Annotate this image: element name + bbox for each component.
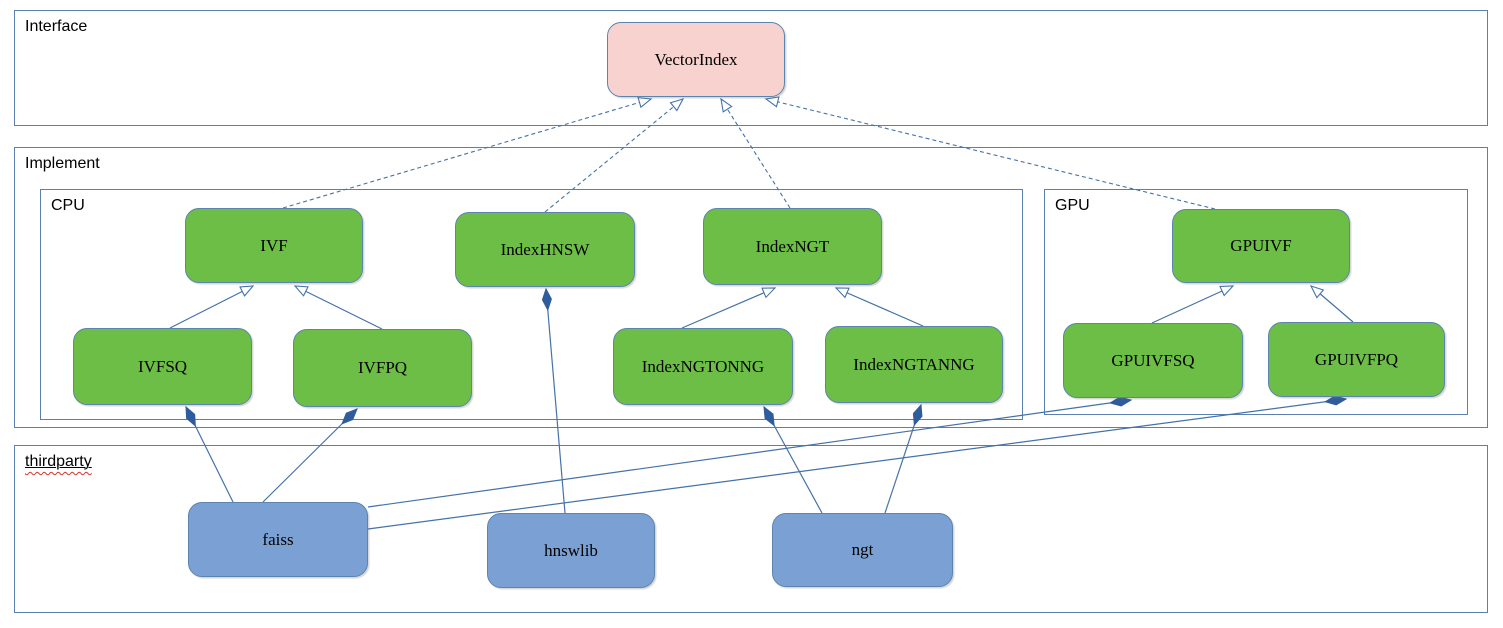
node-ivf-label: IVF (260, 235, 288, 255)
edge-indexngt-vectorindex (720, 97, 791, 209)
edge-ngt-indexngtanng (884, 405, 921, 514)
node-ngt-label: ngt (851, 540, 874, 559)
container-implement: Implement (14, 147, 1488, 428)
edge-indexngtonng-indexngt (681, 287, 777, 329)
container-interface: Interface (14, 10, 1488, 126)
node-indexngtonng-label: IndexNGTONNG (641, 356, 765, 376)
node-gpuivfsq: GPUIVFSQ (1063, 323, 1243, 398)
node-ivfpq-label: IVFPQ (357, 358, 408, 377)
node-gpuivf: GPUIVF (1172, 209, 1350, 283)
node-indexngt-label: IndexNGT (755, 236, 830, 256)
edge-ivfsq-ivf (169, 285, 255, 329)
edge-indexhnsw-vectorindex (544, 98, 685, 213)
edge-indexngtanng-indexngt (834, 287, 924, 327)
node-indexngtanng: IndexNGTANNG (825, 326, 1003, 403)
node-hnswlib: hnswlib (487, 513, 655, 588)
edge-ivfpq-ivf (293, 285, 383, 330)
container-implement-label: Implement (25, 155, 100, 172)
node-hnswlib-label: hnswlib (544, 540, 598, 560)
node-ivfsq-label: IVFSQ (137, 356, 188, 376)
node-indexhnsw-label: IndexHNSW (500, 239, 590, 259)
edge-faiss-ivfsq (186, 407, 234, 503)
node-gpuivfsq-label: GPUIVFSQ (1111, 350, 1195, 370)
edge-ngt-indexngtonng (764, 407, 823, 514)
edge-gpuivf-vectorindex (764, 96, 1216, 210)
container-cpu: CPU (40, 189, 1023, 420)
edge-hnswlib-indexhnsw (546, 289, 566, 514)
container-thirdparty: thirdparty (14, 445, 1488, 613)
node-vectorindex: VectorIndex (607, 22, 785, 97)
edge-gpuivfsq-gpuivf (1151, 285, 1235, 324)
node-gpuivf-label: GPUIVF (1230, 236, 1292, 255)
node-indexhnsw: IndexHNSW (455, 212, 635, 287)
node-indexngt: IndexNGT (703, 208, 882, 285)
container-thirdparty-label-text: thirdparty (25, 453, 92, 470)
container-thirdparty-label: thirdparty (25, 453, 92, 471)
edge-faiss-gpuivfpq (367, 399, 1346, 530)
edge-faiss-ivfpq (262, 409, 357, 503)
node-indexngtanng-label: IndexNGTANNG (853, 354, 975, 374)
container-interface-label: Interface (25, 18, 88, 35)
container-gpu-label: GPU (1055, 197, 1090, 214)
node-indexngtonng: IndexNGTONNG (613, 328, 793, 405)
container-gpu: GPU (1044, 189, 1468, 415)
node-ngt: ngt (772, 513, 953, 587)
node-faiss: faiss (188, 502, 368, 577)
edge-ivf-vectorindex (282, 96, 653, 209)
node-vectorindex-label: VectorIndex (654, 49, 738, 69)
node-gpuivfpq-label: GPUIVFPQ (1314, 349, 1399, 369)
edge-faiss-gpuivfsq (367, 400, 1131, 508)
edge-gpuivfpq-gpuivf (1309, 285, 1354, 323)
node-gpuivfpq: GPUIVFPQ (1268, 322, 1445, 397)
node-ivfsq: IVFSQ (73, 328, 252, 405)
node-ivf: IVF (185, 208, 363, 283)
node-faiss-label: faiss (262, 529, 294, 549)
container-cpu-label: CPU (51, 197, 85, 214)
node-ivfpq: IVFPQ (293, 329, 472, 407)
